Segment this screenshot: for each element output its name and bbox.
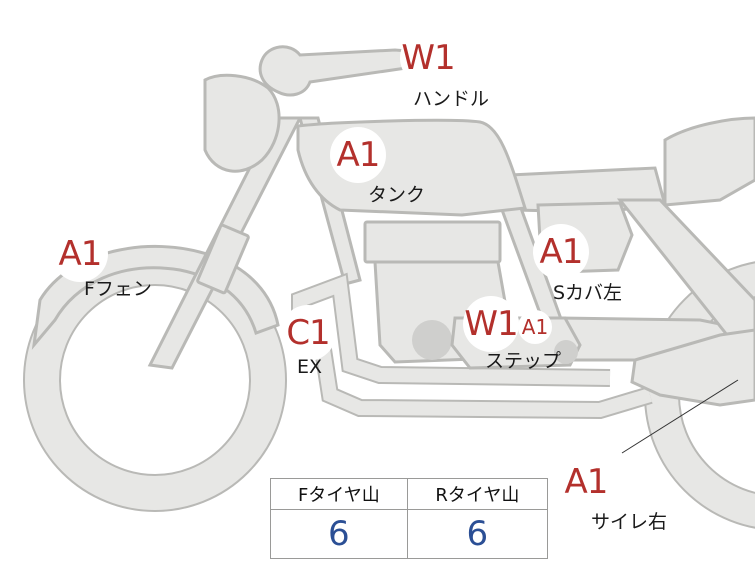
engine [363, 220, 512, 364]
exhaust-label: EX [297, 356, 323, 378]
tank-grade-badge: A1 [330, 127, 386, 183]
ffender-grade-badge: A1 [52, 226, 108, 282]
exhaust-grade-badge: C1 [280, 305, 336, 361]
rear-strut [616, 198, 755, 347]
front-tire-value: 6 [270, 509, 408, 559]
rear-tire-header: Rタイヤ山 [406, 478, 549, 510]
front-wheel [23, 248, 287, 512]
muffler [630, 328, 755, 407]
headlight [203, 73, 281, 173]
handle-grade-badge: W1 [400, 30, 456, 86]
step-grade-badge-2: A1 [518, 310, 552, 344]
handle-label: ハンドル [413, 88, 490, 110]
scover-grade-badge: A1 [533, 224, 589, 280]
rear-tire-value: 6 [406, 509, 549, 559]
fork-cover [196, 223, 250, 295]
ffender-label: Fフェン [84, 278, 152, 300]
step-label: ステップ [485, 350, 562, 372]
front-tire-header: Fタイヤ山 [270, 478, 408, 510]
silencer-grade-badge: A1 [558, 454, 614, 510]
exhaust-pipe-lower-fill [313, 328, 653, 418]
silencer-label: サイレ右 [591, 511, 668, 533]
tire-tread-table: Fタイヤ山 Rタイヤ山 6 6 [270, 478, 549, 559]
silencer-leader-line [621, 379, 739, 454]
footrest-peg [554, 340, 578, 364]
tank-label: タンク [368, 184, 426, 206]
step-grade-badge: W1 [463, 296, 519, 352]
handlebar [258, 45, 422, 97]
scover-label: Sカバ左 [553, 282, 623, 304]
seat [663, 116, 755, 207]
